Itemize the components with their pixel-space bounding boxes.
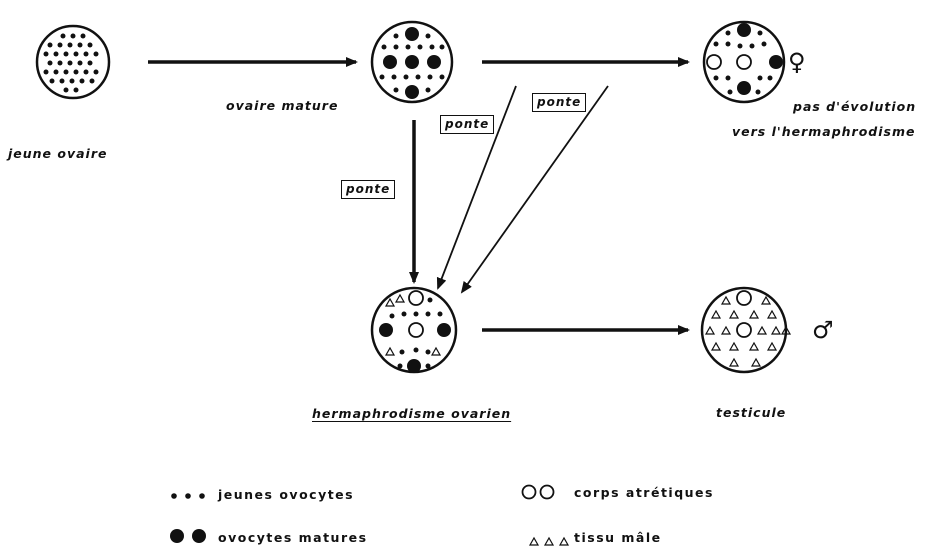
testicule-circle (702, 288, 790, 372)
ponte-label-middle: ponte (440, 115, 494, 134)
legend-jeunes-ovocytes-symbol (171, 493, 205, 499)
ponte-label-left: ponte (341, 180, 395, 199)
female-symbol: ♀ (788, 50, 806, 74)
ovaire-mature-circle (372, 22, 452, 102)
legend-tissu-male-symbol (530, 538, 568, 545)
pas-evolution-label-line2: vers l'hermaphrodisme (732, 124, 915, 139)
hermaphrodisme-label: hermaphrodisme ovarien (312, 406, 511, 421)
testicule-label: testicule (716, 405, 786, 420)
legend-tissu-male-label: tissu mâle (574, 530, 662, 545)
male-symbol: ♂ (812, 318, 834, 342)
legend-jeunes-ovocytes-label: jeunes ovocytes (218, 487, 354, 502)
hermaphrodisme-circle (372, 288, 456, 373)
legend-ovocytes-matures-label: ovocytes matures (218, 530, 368, 545)
ponte-label-right: ponte (532, 93, 586, 112)
jeune-ovaire-circle (37, 26, 109, 98)
legend-corps-atretiques-symbol (523, 486, 554, 499)
legend-ovocytes-matures-symbol (170, 529, 206, 543)
ovaire-mature-label: ovaire mature (226, 98, 338, 113)
jeune-ovaire-label: jeune ovaire (8, 146, 108, 161)
legend-corps-atretiques-label: corps atrétiques (574, 485, 714, 500)
pas-evolution-label-line1: pas d'évolution (793, 99, 916, 114)
pas-evolution-circle (704, 22, 784, 102)
